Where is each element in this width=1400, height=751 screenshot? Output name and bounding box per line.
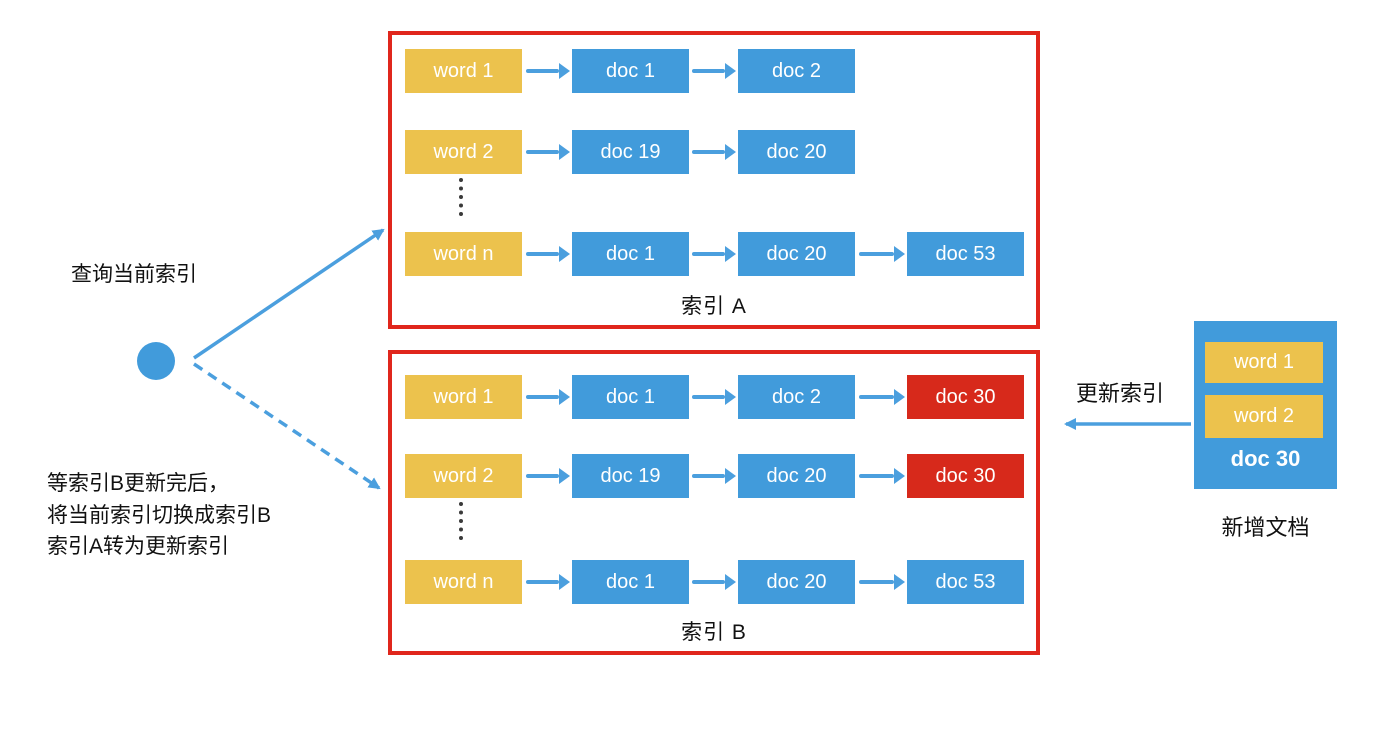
index-a-doc-node: doc 20 [738, 232, 855, 276]
arrow-right-icon [692, 574, 736, 590]
index-b-doc-node: doc 1 [572, 560, 689, 604]
arrow-right-icon [692, 246, 736, 262]
update-label: 更新索引 [1076, 381, 1165, 406]
arrow-right-icon [526, 63, 570, 79]
index-b-title: 索引 B [681, 621, 747, 644]
index-b-doc-node: doc 20 [738, 454, 855, 498]
arrow-right-icon [859, 574, 905, 590]
new-document-word: word 1 [1205, 342, 1323, 383]
index-a-doc-node: doc 2 [738, 49, 855, 93]
index-a-word-node: word n [405, 232, 522, 276]
arrow-right-icon [859, 468, 905, 484]
switch-note-line: 等索引B更新完后， [47, 472, 230, 495]
index-a-doc-node: doc 1 [572, 49, 689, 93]
index-a-panel: 索引 A [388, 31, 1040, 329]
query-arrow-icon [193, 228, 385, 360]
index-a-word-node: word 2 [405, 130, 522, 174]
new-document-word: word 2 [1205, 395, 1323, 438]
switch-note-line: 索引A转为更新索引 [47, 535, 230, 558]
index-a-doc-node: doc 1 [572, 232, 689, 276]
arrow-right-icon [526, 246, 570, 262]
index-a-doc-node: doc 53 [907, 232, 1024, 276]
arrow-right-icon [526, 574, 570, 590]
index-b-doc-node: doc 1 [572, 375, 689, 419]
index-a-doc-node: doc 19 [572, 130, 689, 174]
arrow-right-icon [692, 63, 736, 79]
new-document-box: word 1 word 2 doc 30 [1194, 321, 1337, 489]
index-b-new-doc-node: doc 30 [907, 454, 1024, 498]
index-b-word-node: word n [405, 560, 522, 604]
index-b-word-node: word 1 [405, 375, 522, 419]
index-b-doc-node: doc 19 [572, 454, 689, 498]
index-a-doc-node: doc 20 [738, 130, 855, 174]
index-b-word-node: word 2 [405, 454, 522, 498]
ellipsis-dots-icon [459, 502, 463, 540]
arrow-right-icon [692, 468, 736, 484]
arrow-right-icon [692, 389, 736, 405]
arrow-right-icon [526, 468, 570, 484]
query-label: 查询当前索引 [71, 263, 197, 286]
arrow-right-icon [692, 144, 736, 160]
index-b-doc-node: doc 20 [738, 560, 855, 604]
switch-note: 等索引B更新完后， 将当前索引切换成索引B 索引A转为更新索引 [47, 468, 271, 563]
arrow-right-icon [526, 389, 570, 405]
index-a-title: 索引 A [681, 295, 747, 318]
arrow-right-icon [526, 144, 570, 160]
index-b-new-doc-node: doc 30 [907, 375, 1024, 419]
index-b-doc-node: doc 53 [907, 560, 1024, 604]
new-document-caption: 新增文档 [1221, 515, 1310, 540]
ellipsis-dots-icon [459, 178, 463, 216]
index-b-panel: 索引 B [388, 350, 1040, 655]
new-document-doc-label: doc 30 [1230, 446, 1301, 471]
index-a-word-node: word 1 [405, 49, 522, 93]
arrow-right-icon [859, 389, 905, 405]
switch-note-line: 将当前索引切换成索引B [47, 503, 272, 527]
index-b-doc-node: doc 2 [738, 375, 855, 419]
current-index-dot-icon [137, 342, 175, 380]
arrow-right-icon [859, 246, 905, 262]
